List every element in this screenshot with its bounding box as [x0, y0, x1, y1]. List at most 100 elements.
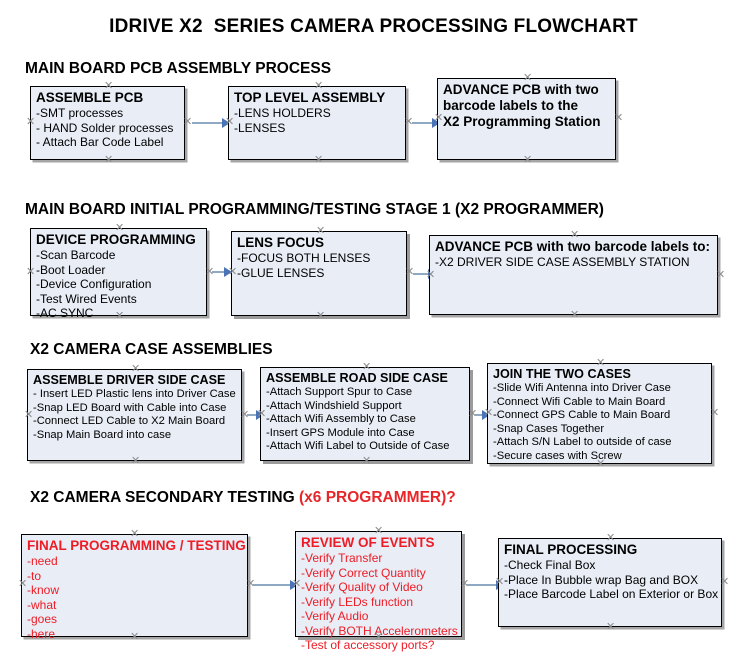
- connector-arrow-head-icon: [224, 267, 232, 277]
- connection-handle-icon[interactable]: ✕: [26, 266, 36, 278]
- page-title: IDRIVE X2 SERIES CAMERA PROCESSING FLOWC…: [109, 16, 638, 37]
- process-box-final-programming-testing[interactable]: FINAL PROGRAMMING / TESTING -need -to -k…: [21, 534, 248, 641]
- process-box-device-programming[interactable]: DEVICE PROGRAMMING -Scan Barcode -Boot L…: [30, 228, 207, 320]
- process-box-review-of-events[interactable]: REVIEW OF EVENTS -Verify Transfer -Verif…: [295, 531, 462, 652]
- process-box-join-the-two-cases[interactable]: JOIN THE TWO CASES -Slide Wifi Antenna i…: [487, 363, 712, 464]
- box-title: ASSEMBLE DRIVER SIDE CASE: [33, 373, 226, 387]
- box-title: FINAL PROCESSING: [504, 542, 638, 557]
- section-heading-2: MAIN BOARD INITIAL PROGRAMMING/TESTING S…: [25, 201, 604, 219]
- connection-handle-icon[interactable]: ✕: [130, 528, 140, 540]
- connector-arrow-head-icon: [222, 118, 230, 128]
- connection-handle-icon[interactable]: ✕: [131, 363, 141, 375]
- connection-handle-icon[interactable]: ✕: [314, 80, 324, 92]
- box-line: -Connect GPS Cable to Main Board: [493, 409, 671, 422]
- box-line: -Scan Barcode: [36, 248, 116, 262]
- connection-handle-icon[interactable]: ✕: [115, 222, 125, 234]
- box-title: FINAL PROGRAMMING / TESTING: [27, 538, 246, 553]
- connection-handle-icon[interactable]: ✕: [720, 576, 730, 588]
- connection-handle-icon[interactable]: ✕: [405, 266, 415, 278]
- connection-handle-icon[interactable]: ✕: [104, 154, 114, 166]
- box-line: -Place In Bubble wrap Bag and BOX: [504, 572, 699, 587]
- connection-handle-icon[interactable]: ✕: [257, 408, 267, 420]
- box-line: -Check Final Box: [504, 558, 596, 572]
- connection-handle-icon[interactable]: ✕: [228, 266, 238, 278]
- process-box-advance-pcb-station[interactable]: ADVANCE PCB with two barcode labels to t…: [437, 78, 616, 160]
- connection-handle-icon[interactable]: ✕: [374, 631, 384, 643]
- process-box-top-level-assembly[interactable]: TOP LEVEL ASSEMBLY -LENS HOLDERS -LENSES: [228, 86, 406, 160]
- box-line: -SMT processes: [36, 106, 124, 120]
- connection-handle-icon[interactable]: ✕: [404, 116, 414, 128]
- connection-handle-icon[interactable]: ✕: [460, 578, 470, 590]
- connection-handle-icon[interactable]: ✕: [362, 361, 372, 373]
- box-line: -GLUE LENSES: [237, 265, 325, 280]
- connector-arrow-head-icon: [432, 118, 440, 128]
- box-title: ASSEMBLE ROAD SIDE CASE: [266, 371, 448, 385]
- box-line: - Attach Bar Code Label: [36, 135, 164, 149]
- connector-arrow-line: [247, 414, 258, 416]
- connection-handle-icon[interactable]: ✕: [292, 578, 302, 590]
- connection-handle-icon[interactable]: ✕: [523, 72, 533, 84]
- connection-handle-icon[interactable]: ✕: [316, 225, 326, 237]
- connection-handle-icon[interactable]: ✕: [24, 409, 34, 421]
- box-title: ADVANCE PCB with two barcode labels to:: [435, 239, 711, 254]
- section-heading-1-text: MAIN BOARD PCB ASSEMBLY PROCESS: [25, 60, 332, 77]
- connection-handle-icon[interactable]: ✕: [523, 154, 533, 166]
- box-line: -Attach Windshield Support: [266, 399, 402, 412]
- box-line: -Device Configuration: [36, 277, 152, 291]
- connection-handle-icon[interactable]: ✕: [434, 112, 444, 124]
- connection-handle-icon[interactable]: ✕: [131, 455, 141, 467]
- connection-handle-icon[interactable]: ✕: [468, 408, 478, 420]
- box-line: -goes: [27, 612, 58, 626]
- connection-handle-icon[interactable]: ✕: [606, 621, 616, 633]
- connector-arrow-line: [467, 584, 498, 586]
- box-title: REVIEW OF EVENTS: [301, 535, 435, 550]
- connection-handle-icon[interactable]: ✕: [570, 309, 580, 321]
- connection-handle-icon[interactable]: ✕: [614, 112, 624, 124]
- connection-handle-icon[interactable]: ✕: [225, 116, 235, 128]
- process-box-assemble-pcb[interactable]: ASSEMBLE PCB -SMT processes - HAND Solde…: [30, 86, 185, 160]
- box-line: -to: [27, 568, 42, 583]
- connection-handle-icon[interactable]: ✕: [596, 458, 606, 470]
- box-line: -AC SYNC: [36, 306, 94, 320]
- connection-handle-icon[interactable]: ✕: [316, 310, 326, 322]
- box-line: -LENSES: [234, 120, 286, 135]
- connection-handle-icon[interactable]: ✕: [26, 116, 36, 128]
- connection-handle-icon[interactable]: ✕: [130, 631, 140, 643]
- connector-arrow-head-icon: [482, 410, 490, 420]
- box-line: -Verify Audio: [301, 609, 369, 623]
- connection-handle-icon[interactable]: ✕: [205, 266, 215, 278]
- connection-handle-icon[interactable]: ✕: [362, 455, 372, 467]
- connection-handle-icon[interactable]: ✕: [104, 80, 114, 92]
- connection-handle-icon[interactable]: ✕: [115, 310, 125, 322]
- process-box-advance-pcb-driver-side[interactable]: ADVANCE PCB with two barcode labels to: …: [429, 235, 718, 315]
- box-line: -need: [27, 554, 58, 568]
- connection-handle-icon[interactable]: ✕: [18, 578, 28, 590]
- box-line: -Attach Support Spur to Case: [266, 386, 413, 398]
- process-box-assemble-driver-side-case[interactable]: ASSEMBLE DRIVER SIDE CASE - Insert LED P…: [27, 369, 242, 461]
- process-box-final-processing[interactable]: FINAL PROCESSING -Check Final Box -Place…: [498, 538, 722, 627]
- connector-arrow-line: [253, 584, 291, 586]
- connection-handle-icon[interactable]: ✕: [484, 407, 494, 419]
- connector-arrow-line: [212, 271, 226, 273]
- section-heading-4: X2 CAMERA SECONDARY TESTING (x6 PROGRAMM…: [30, 489, 456, 507]
- connection-handle-icon[interactable]: ✕: [314, 154, 324, 166]
- connection-handle-icon[interactable]: ✕: [246, 578, 256, 590]
- process-box-lens-focus[interactable]: LENS FOCUS -FOCUS BOTH LENSES -GLUE LENS…: [231, 231, 407, 316]
- box-line: -Slide Wifi Antenna into Driver Case: [493, 382, 671, 394]
- box-line: -Snap Cases Together: [493, 422, 605, 435]
- connection-handle-icon[interactable]: ✕: [495, 576, 505, 588]
- box-line: -what: [27, 597, 57, 612]
- box-line: -Snap LED Board with Cable into Case: [33, 401, 227, 414]
- process-box-assemble-road-side-case[interactable]: ASSEMBLE ROAD SIDE CASE -Attach Support …: [260, 367, 470, 461]
- connection-handle-icon[interactable]: ✕: [374, 525, 384, 537]
- connection-handle-icon[interactable]: ✕: [710, 407, 720, 419]
- connection-handle-icon[interactable]: ✕: [240, 409, 250, 421]
- connection-handle-icon[interactable]: ✕: [570, 229, 580, 241]
- connection-handle-icon[interactable]: ✕: [426, 269, 436, 281]
- connection-handle-icon[interactable]: ✕: [183, 116, 193, 128]
- connector-arrow-line: [475, 414, 484, 416]
- connection-handle-icon[interactable]: ✕: [606, 532, 616, 544]
- connection-handle-icon[interactable]: ✕: [596, 357, 606, 369]
- connector-arrow-line: [192, 122, 223, 124]
- connection-handle-icon[interactable]: ✕: [716, 269, 726, 281]
